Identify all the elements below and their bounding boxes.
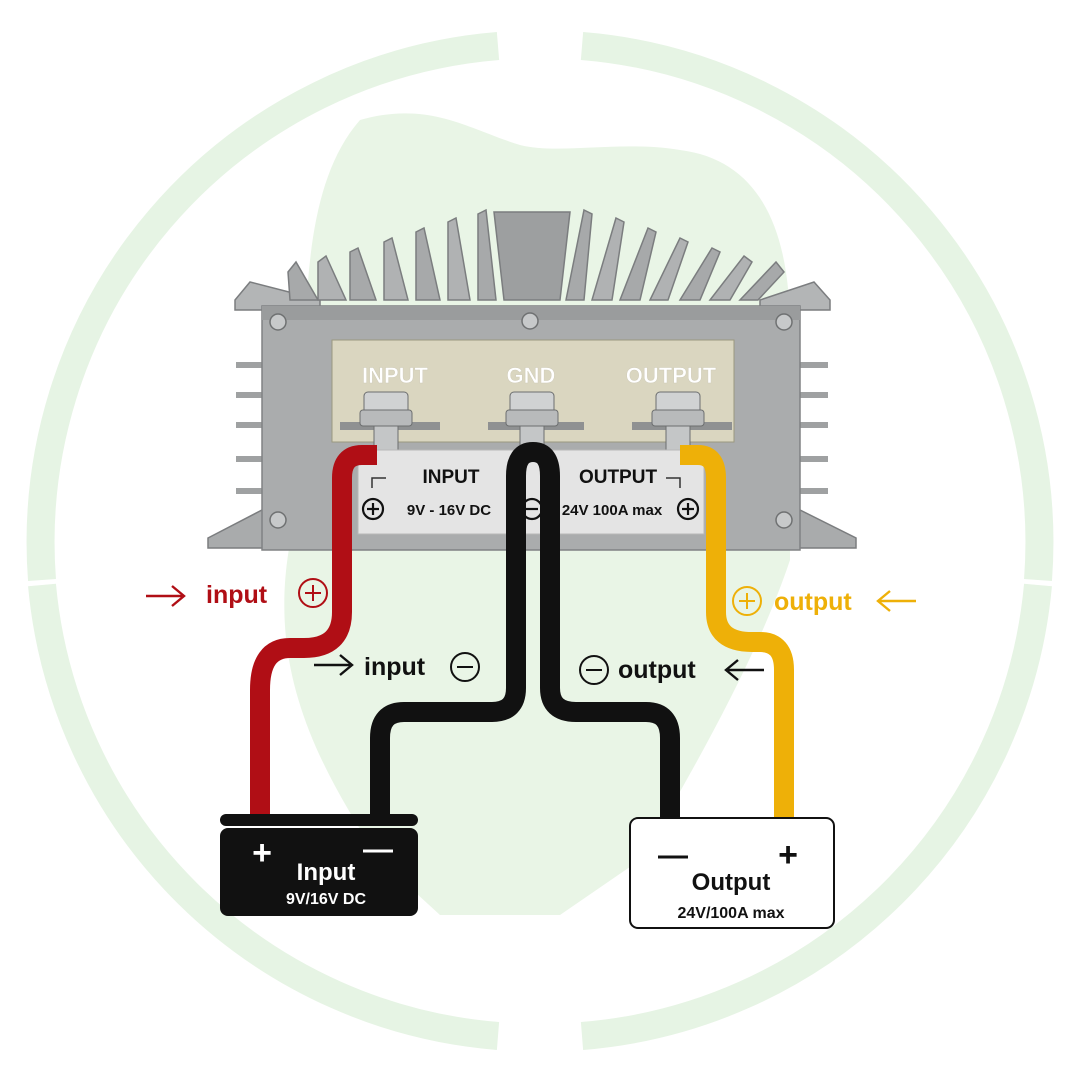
minus-circle-icon	[450, 652, 480, 682]
heatsink-fins	[234, 208, 831, 311]
wire-input-negative	[370, 442, 534, 822]
callout-input-negative-label: input	[364, 653, 426, 681]
body-screws	[269, 312, 793, 529]
heatsink-side-fins	[236, 362, 828, 494]
plus-circle-icon	[732, 586, 762, 616]
bolt-input	[340, 391, 440, 451]
output-load-spec: 24V/100A max	[677, 905, 784, 922]
input-battery-negative-sign: —	[363, 833, 393, 866]
input-battery-title: Input	[297, 859, 356, 886]
terminal-label-gnd: GND	[507, 363, 556, 388]
ring-arc-bottom-right	[580, 583, 1052, 1050]
plus-circle-icon	[676, 497, 700, 521]
sticker-input-spec: 9V - 16V DC	[407, 502, 491, 519]
output-load-negative-sign: —	[658, 839, 688, 872]
minus-circle-icon	[579, 655, 609, 685]
arrow-right-icon	[314, 654, 354, 676]
ring-arc-top-right	[580, 32, 1054, 582]
callout-output-negative-label: output	[618, 656, 696, 684]
callout-input-negative: input	[314, 652, 480, 682]
sticker-output-spec: 24V 100A max	[562, 502, 663, 519]
ring-arc-bottom-left	[28, 583, 500, 1050]
spec-sticker	[357, 449, 705, 535]
plus-circle-icon	[361, 497, 385, 521]
output-load-title: Output	[692, 869, 771, 896]
sticker-input-title: INPUT	[423, 467, 480, 488]
callout-output-positive-label: output	[774, 588, 852, 616]
terminal-label-output: OUTPUT	[626, 363, 717, 388]
callout-input-positive: input	[146, 578, 328, 609]
background-ring	[26, 32, 1054, 1050]
arrow-left-icon	[724, 659, 764, 681]
input-battery-spec: 9V/16V DC	[286, 891, 366, 908]
ring-arc-top-left	[26, 32, 500, 582]
wire-input-positive	[250, 445, 377, 822]
input-battery: + — Input 9V/16V DC	[220, 814, 418, 916]
plus-circle-icon	[298, 578, 328, 608]
terminal-label-input: INPUT	[362, 363, 429, 388]
sticker-output-title: OUTPUT	[579, 467, 658, 488]
wire-output-positive	[680, 445, 794, 822]
bolt-output	[632, 391, 732, 451]
callout-output-negative: output	[579, 655, 764, 685]
output-load-positive-sign: +	[778, 836, 798, 874]
callout-input-positive-label: input	[206, 581, 268, 609]
arrow-left-icon	[876, 590, 916, 612]
arrow-right-icon	[146, 585, 186, 607]
callout-output-positive: output	[732, 586, 916, 616]
output-load: — + Output 24V/100A max	[629, 817, 835, 929]
wire-output-negative	[532, 442, 680, 822]
input-battery-positive-sign: +	[252, 834, 272, 872]
